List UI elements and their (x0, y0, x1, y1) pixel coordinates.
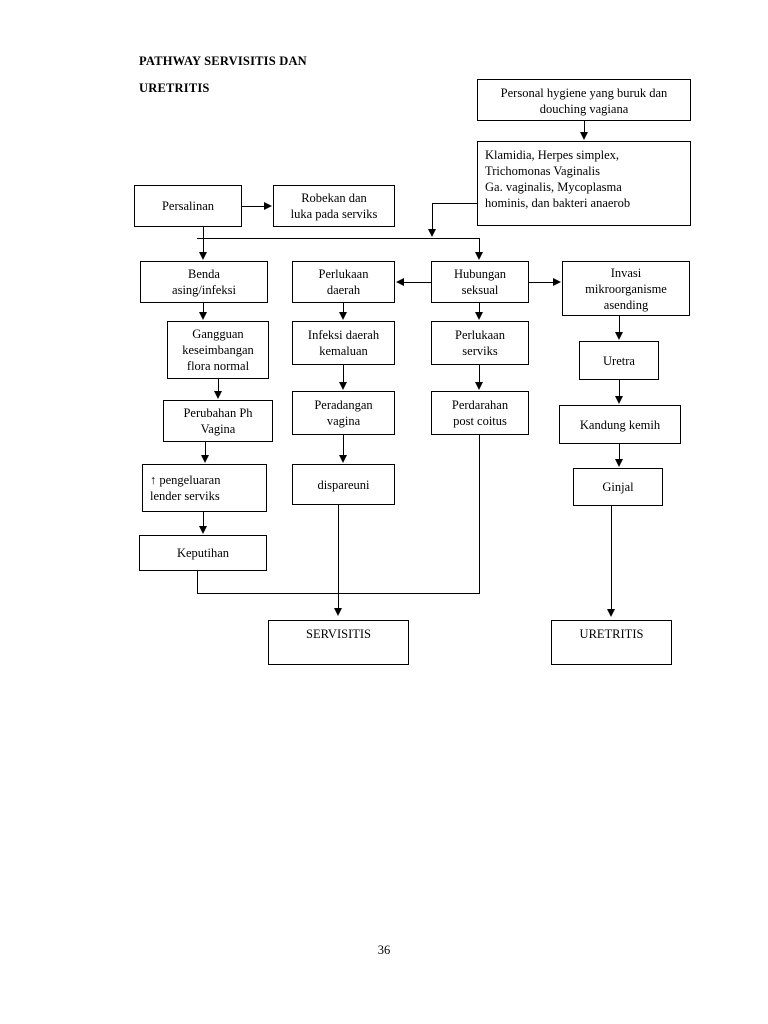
node-perlukaan-daerah[interactable]: Perlukaan daerah (292, 261, 395, 303)
node-gangguan-flora[interactable]: Gangguan keseimbangan flora normal (167, 321, 269, 379)
edge-perdarahan-down-line (479, 435, 480, 594)
node-hubungan-seksual[interactable]: Hubungan seksual (431, 261, 529, 303)
node-label: Infeksi daerah kemaluan (307, 328, 380, 358)
edge-infeksi-peradangan-arrow (339, 382, 347, 390)
edge-gangguan-ph-line (218, 379, 219, 392)
node-label: Kandung kemih (579, 417, 661, 432)
node-peradangan-vagina[interactable]: Peradangan vagina (292, 391, 395, 435)
edge-bar-benda-line (203, 238, 204, 253)
node-label: Peradangan vagina (314, 398, 373, 428)
node-kandung-kemih[interactable]: Kandung kemih (559, 405, 681, 444)
edge-dispareuni-servisitis-line (338, 505, 339, 609)
edge-keputihan-down-line (197, 571, 198, 593)
edge-benda-gangguan-line (203, 303, 204, 313)
edge-perlukaan-infeksi-arrow (339, 312, 347, 320)
node-pathogens[interactable]: Klamidia, Herpes simplex, Trichomonas Va… (477, 141, 691, 226)
node-robekan[interactable]: Robekan dan luka pada serviks (273, 185, 395, 227)
page-title-line-2: URETRITIS (139, 81, 210, 95)
edge-invasi-uretra-line (619, 316, 620, 333)
edge-persalinan-robekan-line (242, 206, 265, 207)
edge-uretra-kandung-arrow (615, 396, 623, 404)
edge-pathogens-down-arrow (428, 229, 436, 237)
edge-servisitis-arrow (334, 608, 342, 616)
node-label: ↑ pengeluaran lender serviks (150, 473, 221, 503)
node-label: Ginjal (602, 480, 634, 494)
node-label: Benda asing/infeksi (172, 267, 236, 297)
edge-persalinan-robekan-arrow (264, 202, 272, 210)
edge-gangguan-ph-arrow (214, 391, 222, 399)
edge-pengeluaran-keputihan-arrow (199, 526, 207, 534)
node-perlukaan-serviks[interactable]: Perlukaan serviks (431, 321, 529, 365)
node-label: Gangguan keseimbangan flora normal (182, 327, 254, 373)
edge-pathogens-out-line (432, 203, 477, 204)
node-label: Uretra (603, 353, 635, 368)
node-dispareuni[interactable]: dispareuni (292, 464, 395, 505)
edge-peradangan-dispareuni-line (343, 435, 344, 456)
edge-pengeluaran-keputihan-line (203, 512, 204, 527)
edge-perlukaan-infeksi-line (343, 303, 344, 313)
node-label: dispareuni (317, 477, 370, 492)
edge-hubungan-serviks-line (479, 303, 480, 313)
node-label: Keputihan (176, 546, 230, 560)
edge-bar-benda-arrow (199, 252, 207, 260)
node-uretritis[interactable]: URETRITIS (551, 620, 672, 665)
node-benda-asing[interactable]: Benda asing/infeksi (140, 261, 268, 303)
node-personal-hygiene[interactable]: Personal hygiene yang buruk dan douching… (477, 79, 691, 121)
edge-peradangan-dispareuni-arrow (339, 455, 347, 463)
node-label: Perubahan Ph Vagina (183, 406, 253, 436)
edge-hygiene-pathogens-arrow (580, 132, 588, 140)
node-label: Perlukaan daerah (318, 267, 369, 297)
node-label: SERVISITIS (306, 627, 371, 641)
node-persalinan[interactable]: Persalinan (134, 185, 242, 227)
node-label: Perlukaan serviks (455, 328, 505, 358)
edge-ph-pengeluaran-line (205, 442, 206, 456)
node-label: Perdarahan post coitus (451, 398, 509, 428)
edge-robekan-stub-line (203, 227, 204, 238)
node-label: Klamidia, Herpes simplex, Trichomonas Va… (485, 148, 631, 210)
node-label: Persalinan (161, 199, 215, 213)
edge-serviks-perdarahan-arrow (475, 382, 483, 390)
node-ginjal[interactable]: Ginjal (573, 468, 663, 506)
edge-uretra-kandung-line (619, 380, 620, 397)
node-infeksi-kemaluan[interactable]: Infeksi daerah kemaluan (292, 321, 395, 365)
node-pengeluaran-lender-serviks[interactable]: ↑ pengeluaran lender serviks (142, 464, 267, 512)
edge-hubungan-perlukaan-arrow (396, 278, 404, 286)
node-servisitis[interactable]: SERVISITIS (268, 620, 409, 665)
edge-bar-hubungan-arrow (475, 252, 483, 260)
edge-hygiene-pathogens-line (584, 121, 585, 133)
node-keputihan[interactable]: Keputihan (139, 535, 267, 571)
edge-ph-pengeluaran-arrow (201, 455, 209, 463)
edge-hubungan-perlukaan-line (404, 282, 431, 283)
edge-invasi-uretra-arrow (615, 332, 623, 340)
node-label: Hubungan seksual (453, 267, 507, 297)
node-label: URETRITIS (579, 627, 644, 641)
edge-ginjal-uretritis-arrow (607, 609, 615, 617)
edge-kandung-ginjal-line (619, 444, 620, 460)
edge-serviks-perdarahan-line (479, 365, 480, 383)
node-label: Robekan dan luka pada serviks (290, 191, 378, 221)
page-title-line-1: PATHWAY SERVISITIS DAN (139, 54, 307, 68)
edge-bar-hubungan-line (479, 238, 480, 253)
edge-benda-gangguan-arrow (199, 312, 207, 320)
page-number: 36 (377, 943, 391, 957)
distribution-bar (197, 238, 480, 239)
edge-pathogens-down-line (432, 203, 433, 229)
edge-infeksi-peradangan-line (343, 365, 344, 383)
node-perdarahan-post-coitus[interactable]: Perdarahan post coitus (431, 391, 529, 435)
edge-hubungan-invasi-line (529, 282, 554, 283)
edge-kandung-ginjal-arrow (615, 459, 623, 467)
node-uretra[interactable]: Uretra (579, 341, 659, 380)
node-label: Personal hygiene yang buruk dan douching… (500, 86, 668, 116)
edge-ginjal-uretritis-line (611, 506, 612, 610)
node-perubahan-ph[interactable]: Perubahan Ph Vagina (163, 400, 273, 442)
node-invasi-mikroorganisme[interactable]: Invasi mikroorganisme asending (562, 261, 690, 316)
edge-hubungan-invasi-arrow (553, 278, 561, 286)
edge-hubungan-serviks-arrow (475, 312, 483, 320)
node-label: Invasi mikroorganisme asending (585, 265, 667, 312)
